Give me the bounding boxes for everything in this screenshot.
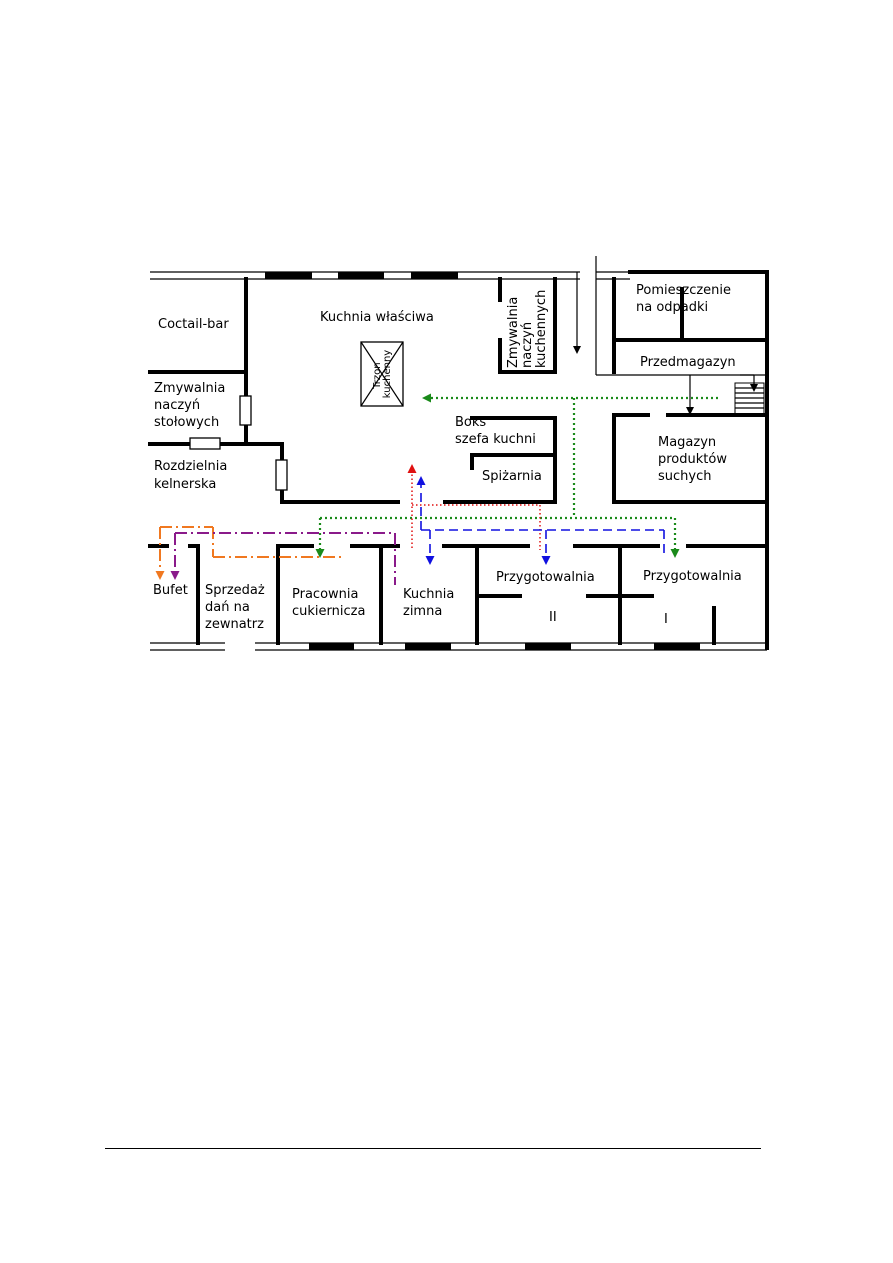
label-roman-1: I [664,612,668,627]
blue-route [416,476,665,565]
label-przygotowalnia-1: Przygotowalnia [643,569,742,584]
delivery-arrows [573,272,758,415]
trzon-label-2: kuchenny [382,350,393,398]
walls [148,256,769,651]
stairs [734,382,765,416]
label-roman-2: II [549,610,557,625]
label-zmywalnia-stolowa: Zmywalnia naczyń stołowych [154,381,229,430]
label-przygotowalnia-2: Przygotowalnia [496,570,595,585]
label-zmywalnia-kuchenna: Zmywalnia naczyń kuchennych [506,290,549,368]
label-coctail-bar: Coctail-bar [158,317,229,332]
orange-route [155,526,342,580]
label-magazyn: Magazyn produktów suchych [658,435,731,484]
label-kuchnia-wlasciwa: Kuchnia właściwa [320,310,434,325]
label-pracownia-cukiernicza: Pracownia cukiernicza [292,587,365,619]
label-kuchnia-zimna: Kuchnia zimna [403,587,458,619]
svg-text:Trzon kuchenny: Trzon kuchenny [372,350,393,398]
red-route [407,464,541,550]
label-sprzedaz: Sprzedaż dań na zewnatrz [205,583,269,632]
label-bufet: Bufet [153,583,188,598]
footer-rule [105,1148,761,1149]
trzon-kuchenny: Trzon kuchenny [360,341,404,407]
label-spizarnia: Spiżarnia [482,469,542,484]
trzon-label-1: Trzon [372,362,383,389]
purple-route [170,532,396,585]
green-route [315,393,718,558]
label-pomieszczenie-odpadki: Pomieszczenie na odpadki [636,283,735,315]
label-przedmagazyn: Przedmagazyn [640,355,736,370]
label-rozdzielnia: Rozdzielnia kelnerska [154,459,231,492]
label-boks-szefa-kuchni: Boks szefa kuchni [455,415,536,447]
room-labels: Coctail-bar Kuchnia właściwa Zmywalnia n… [153,283,742,632]
